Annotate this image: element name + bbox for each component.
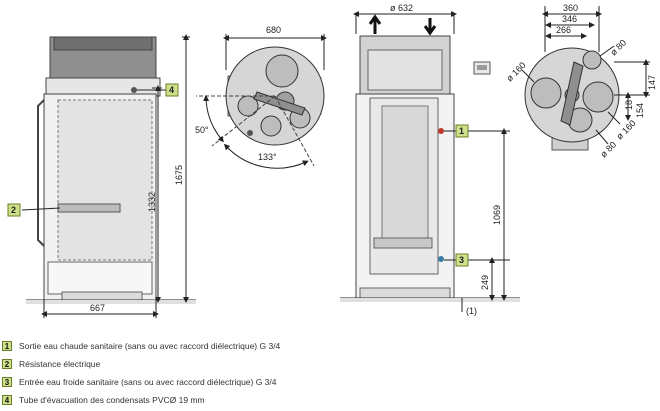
dim-249: 249: [480, 275, 490, 290]
legend-text-3: Entrée eau froide sanitaire (sans ou ave…: [19, 377, 277, 387]
legend-num-3: 3: [2, 377, 12, 387]
callout-2: [7, 203, 21, 217]
dim-346: 346: [562, 14, 577, 24]
note-1: (1): [466, 306, 477, 316]
legend-item-4: 4 Tube d'évacuation des condensats PVCØ …: [2, 391, 602, 409]
dim-1332: 1332: [147, 192, 157, 212]
legend-item-2: 2 Résistance électrique: [2, 355, 602, 373]
dim-dia-80-top: ø 80: [608, 38, 628, 58]
angle-50: 50°: [195, 125, 209, 135]
legend-num-1: 1: [2, 341, 12, 351]
dim-266: 266: [556, 25, 571, 35]
legend-text-4: Tube d'évacuation des condensats PVCØ 19…: [19, 395, 205, 405]
callout-4-label: 4: [169, 85, 174, 95]
callout-4: [165, 83, 179, 97]
legend: 1 Sortie eau chaude sanitaire (sans ou a…: [2, 337, 602, 409]
side-view: [37, 36, 166, 301]
dim-154: 154: [635, 103, 645, 118]
front-view: [355, 35, 455, 299]
legend-text-2: Résistance électrique: [19, 359, 101, 369]
callout-3: [455, 253, 469, 267]
callout-1-label: 1: [459, 126, 464, 136]
callout-3-label: 3: [459, 255, 464, 265]
dim-147: 147: [647, 75, 657, 90]
dim-667: 667: [90, 303, 105, 313]
angle-133: 133°: [258, 152, 277, 162]
legend-num-2: 2: [2, 359, 12, 369]
dim-632: ø 632: [390, 3, 413, 13]
legend-num-4: 4: [2, 395, 12, 405]
legend-item-1: 1 Sortie eau chaude sanitaire (sans ou a…: [2, 337, 602, 355]
dim-680: 680: [266, 25, 281, 35]
dim-1675: 1675: [174, 165, 184, 185]
dim-dia-80-bottom: ø 80: [598, 140, 618, 160]
legend-text-1: Sortie eau chaude sanitaire (sans ou ave…: [19, 341, 281, 351]
dim-1069: 1069: [492, 205, 502, 225]
callout-1: [455, 124, 469, 138]
detail-top-view: [524, 47, 620, 151]
callout-2-label: 2: [11, 205, 16, 215]
dim-18: 18: [624, 100, 634, 110]
dim-360: 360: [563, 3, 578, 13]
legend-item-3: 3 Entrée eau froide sanitaire (sans ou a…: [2, 373, 602, 391]
